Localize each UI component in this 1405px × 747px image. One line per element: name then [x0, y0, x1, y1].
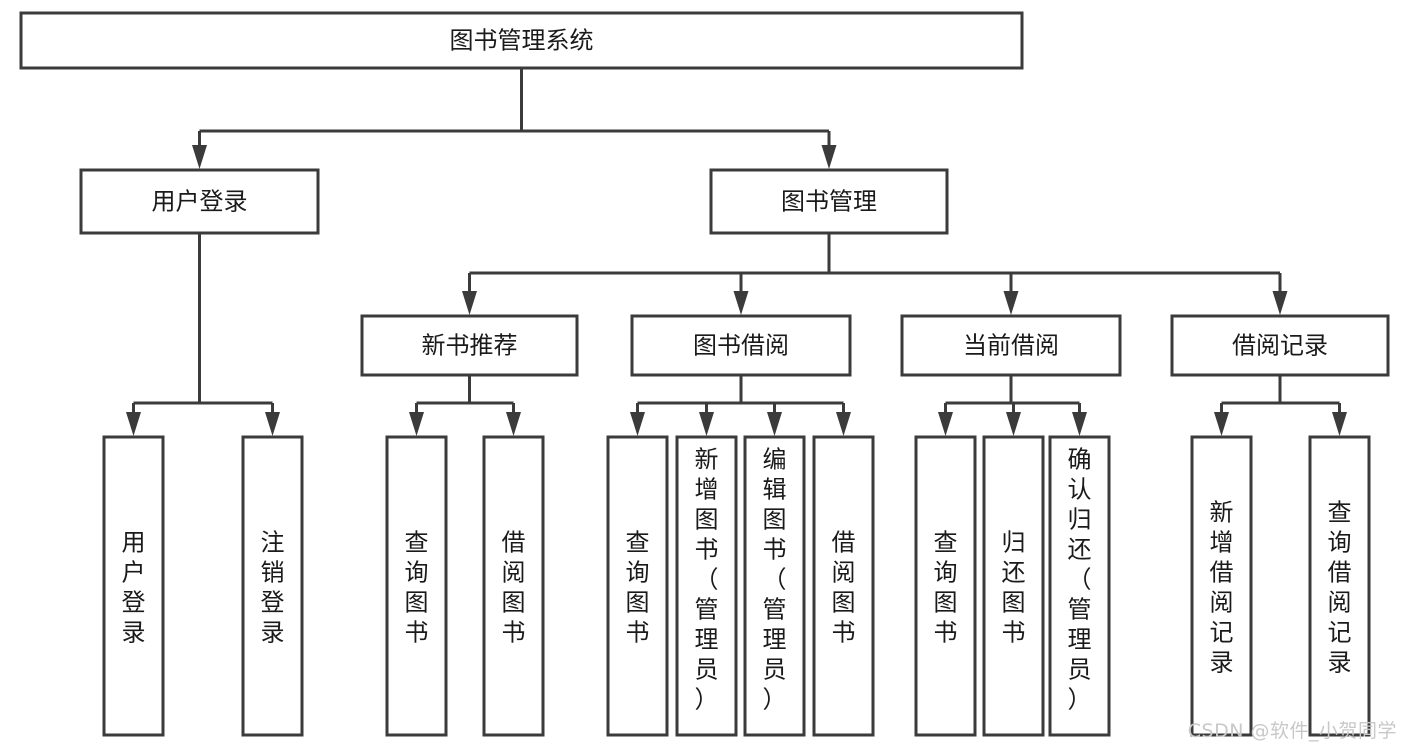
arrow-head-icon	[699, 412, 714, 436]
arrow-head-icon	[506, 412, 521, 436]
node-label: 新增借阅记录	[1210, 499, 1234, 677]
node-label: 图书管理	[781, 188, 877, 216]
node-label: 用户登录	[122, 529, 146, 647]
arrow-head-icon	[733, 291, 749, 315]
node-box	[812, 435, 875, 737]
node-label: 确认归还（管理员）	[1068, 446, 1092, 714]
node-box	[709, 168, 949, 235]
node-leaf-query-book-1[interactable]: 查询图书	[385, 435, 448, 737]
node-leaf-return-book[interactable]: 归还图书	[982, 435, 1045, 737]
node-box	[900, 314, 1122, 377]
node-label: 借阅记录	[1232, 332, 1328, 360]
node-book-borrow[interactable]: 图书借阅	[630, 314, 852, 377]
node-box	[606, 435, 669, 737]
node-book-manage[interactable]: 图书管理	[709, 168, 949, 235]
node-box	[482, 435, 545, 737]
arrow-head-icon	[126, 412, 141, 436]
node-label: 图书借阅	[693, 332, 789, 360]
node-label: 新增图书（管理员）	[695, 446, 719, 714]
arrow-head-icon	[1003, 291, 1019, 315]
arrow-head-icon	[836, 412, 851, 436]
node-leaf-borrow-book-1[interactable]: 借阅图书	[482, 435, 545, 737]
node-label: 查询借阅记录	[1328, 499, 1352, 677]
node-box	[1170, 314, 1390, 377]
node-label: 归还图书	[1002, 529, 1026, 647]
arrow-head-icon	[1006, 412, 1021, 436]
connector-layer	[126, 68, 1347, 436]
node-label: 查询图书	[405, 529, 429, 647]
node-leaf-query-record[interactable]: 查询借阅记录	[1308, 435, 1371, 737]
node-box	[102, 435, 165, 737]
node-leaf-query-book-3[interactable]: 查询图书	[914, 435, 977, 737]
arrow-head-icon	[409, 412, 424, 436]
node-label: 图书管理系统	[450, 27, 594, 55]
node-leaf-confirm-return[interactable]: 确认归还（管理员）	[1048, 435, 1111, 737]
node-box	[79, 168, 320, 235]
node-leaf-add-record[interactable]: 新增借阅记录	[1190, 435, 1253, 737]
node-box	[914, 435, 977, 737]
node-borrow-record[interactable]: 借阅记录	[1170, 314, 1390, 377]
node-leaf-borrow-book-2[interactable]: 借阅图书	[812, 435, 875, 737]
node-label: 注销登录	[261, 529, 285, 647]
node-label: 编辑图书（管理员）	[763, 446, 787, 714]
node-box	[630, 314, 852, 377]
node-label: 查询图书	[934, 529, 958, 647]
node-box	[1190, 435, 1253, 737]
node-box	[1308, 435, 1371, 737]
node-current-borrow[interactable]: 当前借阅	[900, 314, 1122, 377]
arrow-head-icon	[1332, 412, 1347, 436]
node-box	[19, 11, 1024, 70]
arrow-head-icon	[1272, 291, 1288, 315]
arrow-head-icon	[821, 145, 837, 169]
node-label: 借阅图书	[832, 529, 856, 647]
node-label: 借阅图书	[502, 529, 526, 647]
arrow-head-icon	[767, 412, 782, 436]
arrow-head-icon	[462, 291, 477, 315]
node-box	[743, 435, 806, 737]
node-user-login[interactable]: 用户登录	[79, 168, 320, 235]
watermark-text: CSDN @软件_小贺同学	[1187, 720, 1397, 742]
arrow-head-icon	[1214, 412, 1229, 436]
node-leaf-add-book[interactable]: 新增图书（管理员）	[675, 435, 738, 737]
node-box	[360, 314, 579, 377]
arrow-head-icon	[938, 412, 953, 436]
node-new-book-rec[interactable]: 新书推荐	[360, 314, 579, 377]
node-box	[385, 435, 448, 737]
node-layer: 图书管理系统用户登录图书管理新书推荐图书借阅当前借阅借阅记录用户登录注销登录查询…	[19, 11, 1390, 737]
arrow-head-icon	[1072, 412, 1087, 436]
node-leaf-logout[interactable]: 注销登录	[241, 435, 304, 737]
arrow-head-icon	[192, 145, 207, 169]
node-leaf-query-book-2[interactable]: 查询图书	[606, 435, 669, 737]
node-box	[982, 435, 1045, 737]
arrow-head-icon	[265, 412, 280, 436]
node-label: 新书推荐	[422, 332, 518, 360]
node-label: 查询图书	[626, 529, 650, 647]
node-leaf-edit-book[interactable]: 编辑图书（管理员）	[743, 435, 806, 737]
node-label: 用户登录	[152, 188, 248, 216]
node-box	[241, 435, 304, 737]
node-root[interactable]: 图书管理系统	[19, 11, 1024, 70]
node-leaf-user-login[interactable]: 用户登录	[102, 435, 165, 737]
node-box	[675, 435, 738, 737]
node-label: 当前借阅	[963, 332, 1059, 360]
node-box	[1048, 435, 1111, 737]
arrow-head-icon	[630, 412, 645, 436]
